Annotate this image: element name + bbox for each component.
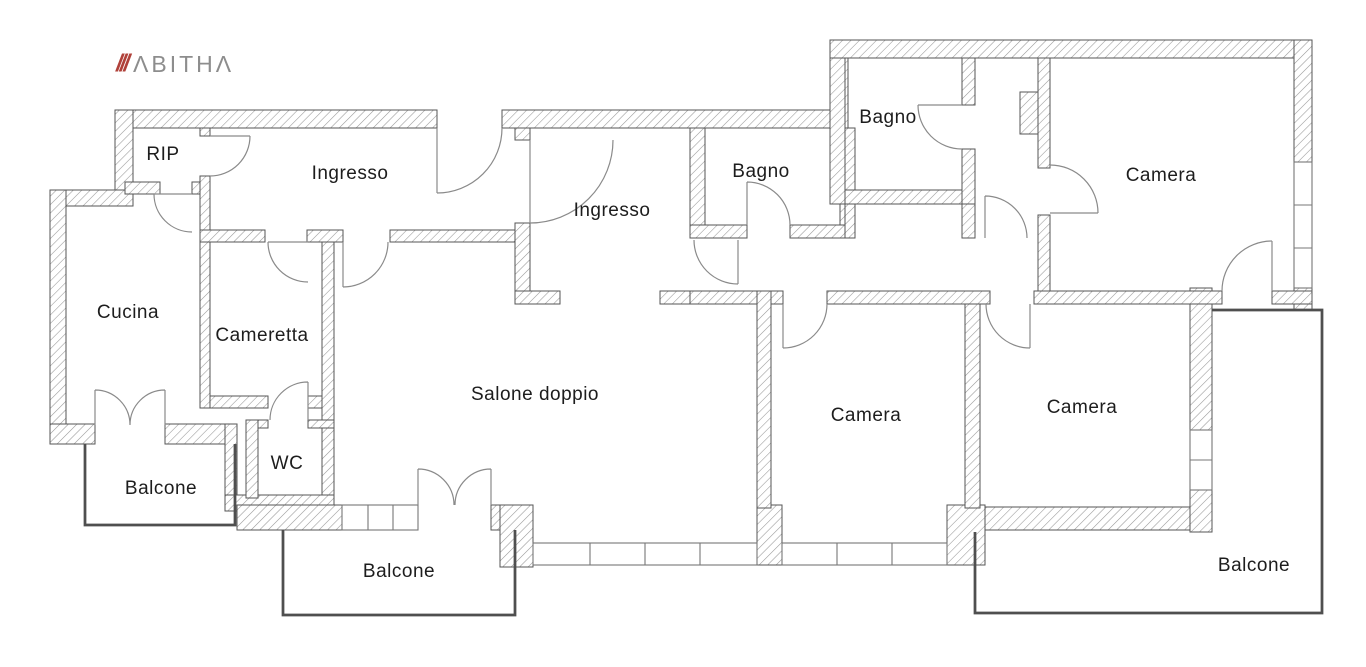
brand-logo: /// ΛBITHΛ xyxy=(116,50,234,78)
logo-slashes-icon: /// xyxy=(116,50,130,77)
room-label-wc: WC xyxy=(270,453,304,474)
room-label-cucina: Cucina xyxy=(96,302,160,323)
balconies-layer xyxy=(83,308,1324,617)
room-label-camera-est: Camera xyxy=(1046,397,1118,418)
walls-layer xyxy=(49,39,1313,568)
room-label-camera-nordest: Camera xyxy=(1125,165,1197,186)
room-label-rip: RIP xyxy=(146,144,180,165)
room-label-bagno-nord: Bagno xyxy=(859,107,917,128)
logo-text: ΛBITHΛ xyxy=(133,50,235,77)
room-label-cameretta: Cameretta xyxy=(215,325,309,346)
doors-layer xyxy=(94,104,1273,506)
room-label-salone: Salone doppio xyxy=(471,384,599,405)
room-label-balcone-sud: Balcone xyxy=(362,561,436,582)
room-label-balcone-ovest: Balcone xyxy=(124,478,198,499)
room-label-camera-centro: Camera xyxy=(830,405,902,426)
room-label-bagno-centro: Bagno xyxy=(732,161,790,182)
room-label-ingresso-nord: Ingresso xyxy=(311,163,389,184)
room-label-balcone-est: Balcone xyxy=(1217,555,1291,576)
windows-layer xyxy=(341,161,1313,566)
room-label-ingresso-centro: Ingresso xyxy=(573,200,651,221)
